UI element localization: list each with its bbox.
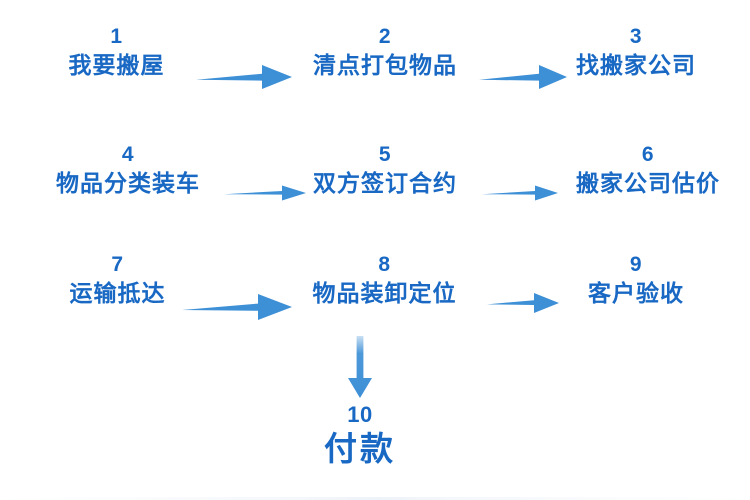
step-label-6: 搬家公司估价 xyxy=(576,170,720,196)
step-label-1: 我要搬屋 xyxy=(68,52,165,78)
step-label-4: 物品分类装车 xyxy=(56,170,200,196)
step-node-2[interactable]: 2 清点打包物品 xyxy=(297,24,473,80)
step-number-9: 9 xyxy=(629,253,643,276)
scan-edge-artifact xyxy=(0,497,750,500)
step-label-10: 付款 xyxy=(324,430,396,467)
step-node-9[interactable]: 9 客户验收 xyxy=(562,252,710,308)
step-number-7: 7 xyxy=(111,253,124,276)
step-number-3: 3 xyxy=(629,25,643,48)
arrow-2-to-3-icon xyxy=(479,62,567,92)
step-label-9: 客户验收 xyxy=(588,280,684,306)
arrow-4-to-5-icon xyxy=(224,182,306,204)
step-label-2: 清点打包物品 xyxy=(313,52,457,78)
step-node-1[interactable]: 1 我要搬屋 xyxy=(44,24,189,80)
step-node-5[interactable]: 5 双方签订合约 xyxy=(300,142,470,198)
step-node-10[interactable]: 10 付款 xyxy=(285,402,435,470)
step-node-4[interactable]: 4 物品分类装车 xyxy=(38,142,218,198)
step-label-5: 双方签订合约 xyxy=(313,170,457,196)
step-label-8: 物品装卸定位 xyxy=(312,280,457,306)
step-number-8: 8 xyxy=(378,253,391,276)
step-label-3: 找搬家公司 xyxy=(576,52,696,78)
step-number-10: 10 xyxy=(347,402,373,427)
arrow-8-to-9-icon xyxy=(487,290,559,316)
step-node-6[interactable]: 6 搬家公司估价 xyxy=(558,142,738,198)
step-number-4: 4 xyxy=(121,143,135,166)
arrow-8-to-10-icon xyxy=(344,336,376,398)
step-number-5: 5 xyxy=(378,143,392,166)
arrow-1-to-2-icon xyxy=(196,62,292,92)
step-number-6: 6 xyxy=(641,143,655,166)
step-node-7[interactable]: 7 运输抵达 xyxy=(45,252,190,308)
step-label-7: 运输抵达 xyxy=(69,280,166,306)
step-number-2: 2 xyxy=(378,25,392,48)
step-number-1: 1 xyxy=(110,25,123,48)
arrow-5-to-6-icon xyxy=(482,182,558,204)
arrow-7-to-8-icon xyxy=(182,291,292,323)
step-node-8[interactable]: 8 物品装卸定位 xyxy=(297,252,472,308)
step-node-3[interactable]: 3 找搬家公司 xyxy=(561,24,711,80)
